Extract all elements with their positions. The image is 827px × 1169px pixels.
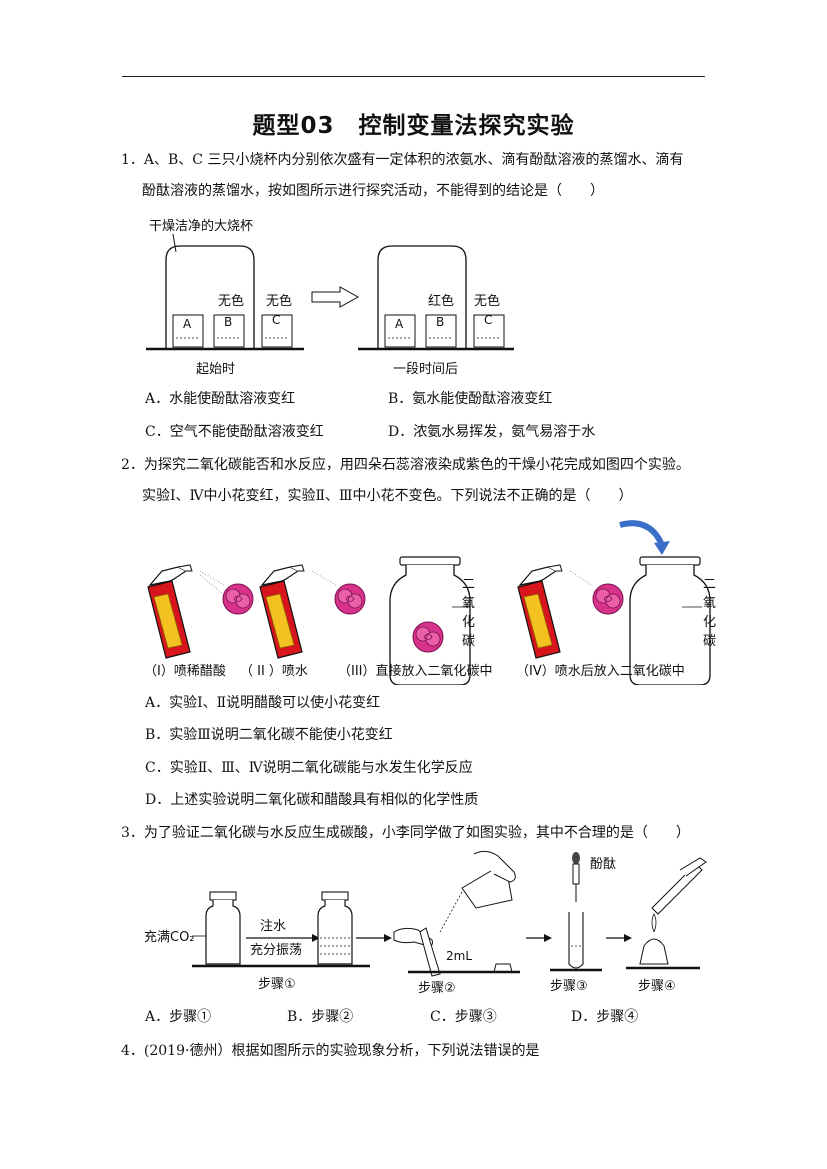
q1-big-beaker-left <box>165 245 255 348</box>
q2-caption-4: （IV）喷水后放入二氧化碳中 <box>516 664 685 679</box>
q1-label-c-left: C <box>272 313 280 327</box>
q1-option-a[interactable]: A．水能使酚酞溶液变红 <box>145 391 296 407</box>
q1-option-d[interactable]: D．浓氨水易挥发，氨气易溶于水 <box>388 424 596 440</box>
q3-inject-label: 注水 <box>260 919 286 934</box>
q1-label-b-right: B <box>436 315 444 329</box>
q2-co2-char-3: 化 <box>462 615 475 630</box>
q1-left-c-color: 无色 <box>266 293 292 309</box>
q3-bottle-2 <box>317 900 353 965</box>
q1-beaker-b-right <box>425 314 457 348</box>
q3-stem-line1: 3．为了验证二氧化碳与水反应生成碳酸，小李同学做了如图实验，其中不合理的是（ ） <box>121 825 690 841</box>
q2-caption-3: （III）直接放入二氧化碳中 <box>338 663 493 679</box>
q1-beaker-c-right <box>473 314 505 348</box>
q2-co2-char-3b: 化 <box>703 615 716 630</box>
q3-option-a[interactable]: A．步骤① <box>145 1009 212 1025</box>
q1-label-a-left: A <box>183 317 192 331</box>
q2-caption-2: （ II ）喷水 <box>240 664 308 679</box>
q2-rose-3 <box>412 621 444 653</box>
q2-stem-line2: 实验Ⅰ、Ⅳ中小花变红，实验Ⅱ、Ⅲ中小花不变色。下列说法不正确的是（ ） <box>142 488 633 504</box>
q3-tube-3 <box>568 912 584 969</box>
page-title: 题型03 控制变量法探究实验 <box>252 113 575 139</box>
q2-co2-char-2b: 氧 <box>703 596 716 611</box>
q1-figure: 干燥洁净的大烧杯 A B C 无色 无色 起始时 A B C 红色 无色 一段时… <box>146 218 514 377</box>
q1-arrow <box>311 286 360 308</box>
q2-option-d[interactable]: D．上述实验说明二氧化碳和醋酸具有相似的化学性质 <box>145 792 479 808</box>
q1-beaker-a-left <box>172 314 204 348</box>
q4-stem-line1: 4．(2019·德州）根据如图所示的实验现象分析，下列说法错误的是 <box>121 1043 540 1059</box>
q1-caption-start: 起始时 <box>196 362 235 377</box>
q3-option-c[interactable]: C．步骤③ <box>430 1009 497 1025</box>
q1-pointer <box>172 233 177 253</box>
q3-figure: 充满CO₂ 注水 充分振荡 步骤① 2mL 步骤② 酚酞 步骤③ 步骤④ <box>144 850 707 996</box>
q1-option-c[interactable]: C．空气不能使酚酞溶液变红 <box>145 424 324 440</box>
q1-beaker-a-right <box>384 314 416 348</box>
q2-co2-char-2: 氧 <box>462 596 475 611</box>
q2-caption-1: （I）喷稀醋酸 <box>144 663 226 679</box>
q1-stem-line1: 1．A、B、C 三只小烧杯内分别依次盛有一定体积的浓氨水、滴有酚酞溶液的蒸馏水、… <box>121 152 684 168</box>
q3-hand-right <box>473 850 516 883</box>
q3-phenol-label: 酚酞 <box>590 857 616 872</box>
q2-option-c[interactable]: C．实验Ⅱ、Ⅲ、Ⅳ说明二氧化碳能与水发生化学反应 <box>145 760 473 776</box>
q2-option-b[interactable]: B．实验Ⅲ说明二氧化碳不能使小花变红 <box>145 727 393 743</box>
q1-left-b-color: 无色 <box>218 293 244 309</box>
q2-rose-4 <box>592 583 624 615</box>
q3-tube-4 <box>651 863 703 915</box>
q3-shake-label: 充分振荡 <box>250 942 302 958</box>
q2-rose-1 <box>222 583 254 615</box>
q2-co2-char-1: 二 <box>462 577 475 592</box>
q1-beaker-c-left <box>261 314 293 348</box>
q1-stem-line2: 酚酞溶液的蒸馏水，按如图所示进行探究活动，不能得到的结论是（ ） <box>142 183 604 199</box>
q3-step4-label: 步骤④ <box>638 979 676 994</box>
q1-right-c-color: 无色 <box>474 293 500 309</box>
q1-label-a-right: A <box>395 317 404 331</box>
q3-filled-label: 充满CO₂ <box>144 929 195 945</box>
q2-co2-char-4: 碳 <box>462 634 475 649</box>
q3-step3-label: 步骤③ <box>550 979 588 994</box>
q2-co2-char-4b: 碳 <box>703 634 716 649</box>
q3-step1-label: 步骤① <box>258 977 296 992</box>
q1-label-b-left: B <box>224 315 232 329</box>
q2-rose-2 <box>334 583 366 615</box>
q3-test-tube <box>419 927 441 977</box>
q2-option-a[interactable]: A．实验Ⅰ、Ⅱ说明醋酸可以使小花变红 <box>145 695 381 711</box>
q1-big-beaker-right <box>377 245 467 348</box>
q3-step2-label: 步骤② <box>418 981 456 996</box>
q3-ml-label: 2mL <box>446 949 472 963</box>
q2-stem-line1: 2．为探究二氧化碳能否和水反应，用四朵石蕊溶液染成紫色的干燥小花完成如图四个实验… <box>121 457 690 473</box>
q3-alcohol-lamp <box>639 938 669 965</box>
q2-co2-char-1b: 二 <box>703 577 716 592</box>
q3-option-b[interactable]: B．步骤② <box>287 1009 354 1025</box>
q1-big-beaker-label: 干燥洁净的大烧杯 <box>149 218 253 234</box>
q2-figure: 二 氧 化 碳 二 氧 化 碳 （I）喷稀醋酸 （ II ）喷水 （III）直接… <box>144 520 716 685</box>
q1-caption-after: 一段时间后 <box>393 362 458 377</box>
q2-blue-arrow <box>619 520 665 547</box>
q1-label-c-right: C <box>484 313 492 327</box>
q1-beaker-b-left <box>213 314 245 348</box>
q3-bottle-1 <box>205 900 241 965</box>
q3-option-d[interactable]: D．步骤④ <box>571 1009 639 1025</box>
header-rule <box>122 76 705 77</box>
q1-right-b-color: 红色 <box>428 293 454 309</box>
q3-dropper <box>572 863 580 885</box>
q3-reagent-bottle <box>461 867 513 909</box>
q1-option-b[interactable]: B．氨水能使酚酞溶液变红 <box>388 391 553 407</box>
